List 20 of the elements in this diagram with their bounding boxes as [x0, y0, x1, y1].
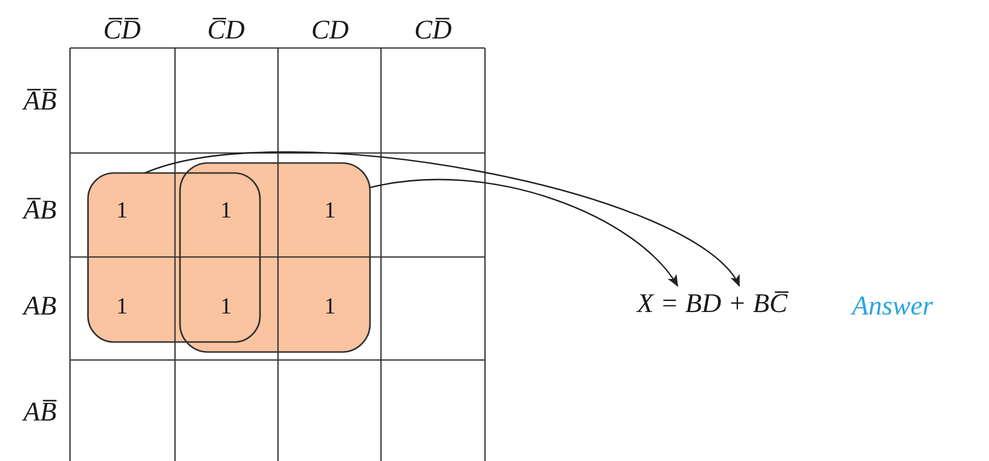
column-header: CD [311, 16, 349, 44]
column-header: CD̅ [414, 16, 452, 44]
row-header: AB̅ [24, 398, 56, 426]
arrow [370, 178, 678, 287]
grouping-loop [179, 162, 371, 353]
row-header: A̅B [24, 196, 56, 224]
column-header: C̅D̅ [103, 16, 141, 44]
cell-value: 1 [324, 294, 336, 318]
row-header: AB [24, 292, 56, 320]
boolean-expression: X = BD + BC̅ [637, 286, 788, 317]
answer-label: Answer [852, 292, 933, 320]
cell-value: 1 [116, 294, 128, 318]
cell-value: 1 [220, 198, 232, 222]
cell-value: 1 [116, 198, 128, 222]
cell-value: 1 [324, 198, 336, 222]
column-header: C̅D [207, 16, 245, 44]
arrow [144, 151, 740, 287]
cell-value: 1 [220, 294, 232, 318]
row-header: A̅B̅ [24, 88, 56, 114]
grouping-loop [87, 172, 261, 343]
